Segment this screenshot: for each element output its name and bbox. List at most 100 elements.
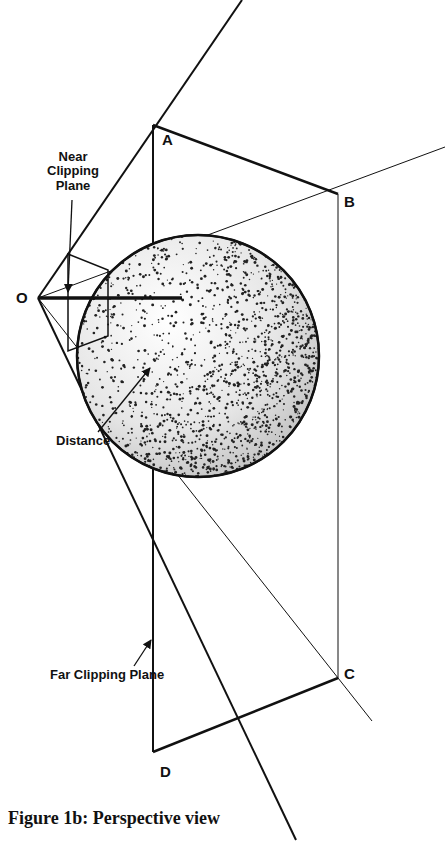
- stipple-dot: [220, 369, 222, 371]
- stipple-dot: [271, 431, 273, 433]
- stipple-dot: [264, 343, 267, 346]
- stipple-dot: [121, 410, 123, 412]
- stipple-dot: [296, 312, 298, 314]
- stipple-dot: [295, 408, 298, 411]
- stipple-dot: [182, 248, 184, 250]
- stipple-dot: [245, 423, 248, 426]
- stipple-dot: [153, 334, 154, 335]
- stipple-dot: [212, 467, 215, 470]
- stipple-dot: [284, 355, 286, 357]
- stipple-dot: [254, 426, 256, 428]
- stipple-dot: [137, 359, 139, 361]
- stipple-dot: [259, 311, 260, 312]
- stipple-dot: [224, 378, 226, 380]
- stipple-dot: [162, 307, 164, 309]
- stipple-dot: [130, 337, 133, 340]
- stipple-dot: [244, 329, 246, 331]
- stipple-dot: [264, 340, 267, 343]
- stipple-dot: [300, 389, 303, 392]
- stipple-dot: [206, 373, 209, 376]
- stipple-dot: [197, 397, 199, 399]
- stipple-dot: [247, 290, 250, 293]
- stipple-dot: [226, 431, 228, 433]
- stipple-dot: [231, 466, 234, 469]
- stipple-dot: [174, 471, 177, 474]
- stipple-dot: [101, 342, 102, 343]
- stipple-dot: [215, 438, 217, 440]
- stipple-dot: [226, 343, 228, 345]
- stipple-dot: [158, 447, 160, 449]
- stipple-dot: [252, 438, 254, 440]
- stipple-dot: [136, 285, 138, 287]
- stipple-dot: [286, 389, 289, 392]
- stipple-dot: [297, 296, 300, 299]
- stipple-dot: [187, 413, 190, 416]
- stipple-dot: [217, 345, 219, 347]
- stipple-dot: [106, 315, 108, 317]
- stipple-dot: [239, 341, 241, 343]
- stipple-dot: [173, 457, 176, 460]
- stipple-dot: [143, 324, 146, 327]
- stipple-dot: [155, 404, 157, 406]
- leader-line: [134, 640, 151, 666]
- stipple-dot: [189, 387, 191, 389]
- stipple-dot: [179, 241, 181, 243]
- stipple-dot: [151, 263, 152, 264]
- stipple-dot: [225, 381, 228, 384]
- stipple-dot: [170, 394, 172, 396]
- stipple-dot: [293, 395, 295, 397]
- stipple-dot: [256, 303, 258, 305]
- stipple-dot: [236, 247, 238, 249]
- stipple-dot: [271, 397, 273, 399]
- stipple-dot: [193, 465, 196, 468]
- stipple-dot: [229, 346, 230, 347]
- stipple-dot: [260, 302, 262, 304]
- stipple-dot: [272, 361, 275, 364]
- stipple-dot: [111, 343, 112, 344]
- stipple-dot: [144, 318, 146, 320]
- stipple-dot: [134, 451, 136, 453]
- stipple-dot: [249, 253, 251, 255]
- stipple-dot: [230, 330, 231, 331]
- stipple-dot: [132, 391, 134, 393]
- stipple-dot: [253, 294, 255, 296]
- stipple-dot: [153, 359, 156, 362]
- stipple-dot: [216, 459, 218, 461]
- stipple-dot: [232, 352, 234, 354]
- stipple-dot: [237, 256, 239, 258]
- stipple-dot: [167, 372, 170, 375]
- stipple-dot: [103, 361, 106, 364]
- stipple-dot: [224, 413, 226, 415]
- stipple-dot: [137, 455, 138, 456]
- stipple-dot: [309, 369, 312, 372]
- stipple-dot: [111, 367, 113, 369]
- stipple-dot: [170, 322, 171, 323]
- stipple-dot: [205, 306, 206, 307]
- stipple-dot: [232, 467, 234, 469]
- stipple-dot: [116, 324, 118, 326]
- stipple-dot: [189, 365, 191, 367]
- stipple-dot: [269, 424, 271, 426]
- stipple-dot: [169, 398, 171, 400]
- stipple-dot: [153, 413, 155, 415]
- stipple-dot: [179, 452, 180, 453]
- stipple-dot: [203, 264, 205, 266]
- stipple-dot: [205, 416, 206, 417]
- stipple-dot: [131, 416, 133, 418]
- stipple-dot: [142, 275, 145, 278]
- stipple-dot: [204, 453, 207, 456]
- stipple-dot: [177, 423, 179, 425]
- stipple-dot: [242, 393, 244, 395]
- stipple-dot: [243, 260, 246, 263]
- stipple-dot: [296, 385, 298, 387]
- stipple-dot: [254, 374, 257, 377]
- stipple-dot: [259, 418, 261, 420]
- stipple-dot: [157, 278, 159, 280]
- stipple-dot: [172, 448, 175, 451]
- stipple-dot: [260, 291, 262, 293]
- stipple-dot: [217, 274, 218, 275]
- stipple-dot: [156, 396, 158, 398]
- stipple-dot: [176, 426, 178, 428]
- stipple-dot: [293, 421, 295, 423]
- stipple-dot: [158, 322, 160, 324]
